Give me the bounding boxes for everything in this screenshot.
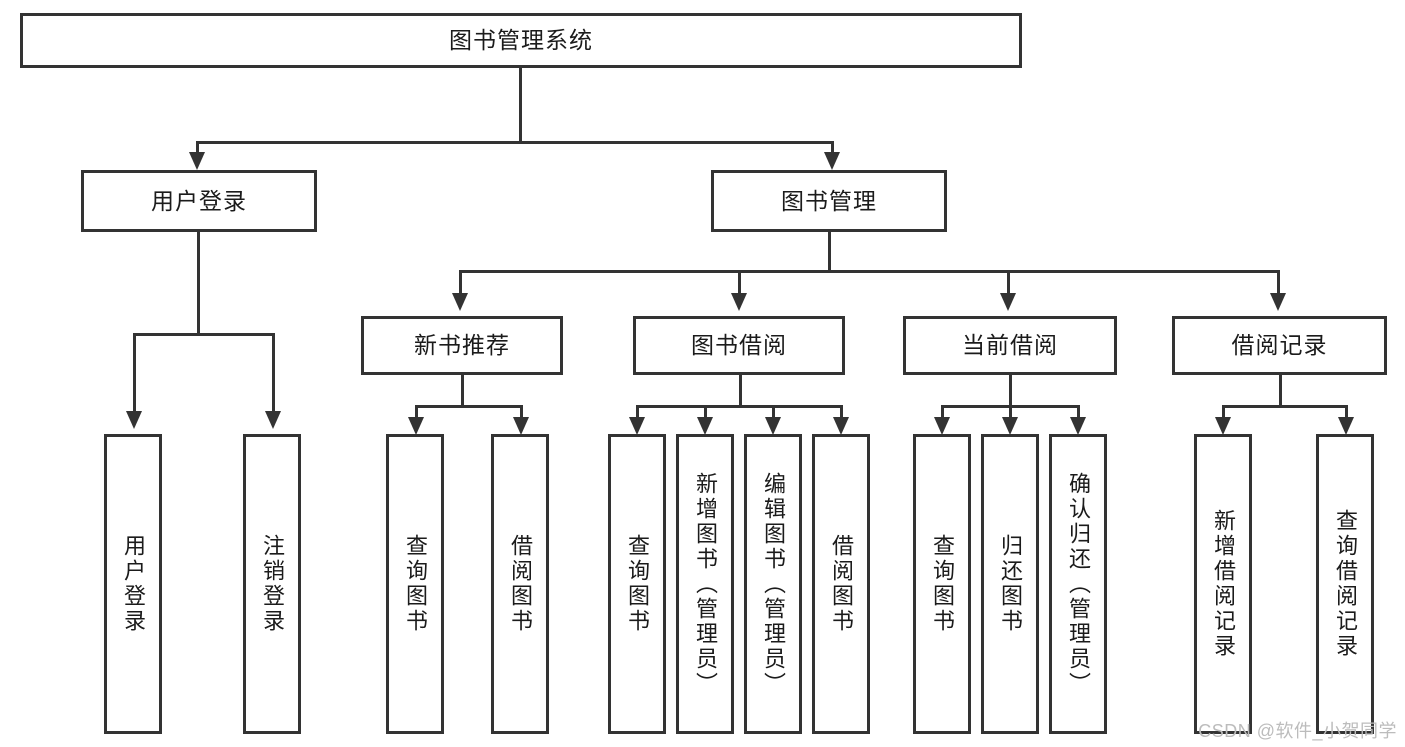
node-book-borrow[interactable]: 图书借阅	[633, 316, 845, 375]
arrow-nbr-to-leaf-1	[408, 417, 424, 435]
node-root-label: 图书管理系统	[449, 27, 593, 54]
edge-bm-to-current-borrow	[1007, 270, 1010, 298]
arrow-user-login-to-leaf-1	[126, 411, 142, 429]
leaf-borrow-book-2[interactable]: 借阅图书	[812, 434, 870, 734]
arrow-bm-to-current-borrow	[1000, 293, 1016, 311]
arrow-nbr-to-leaf-2	[513, 417, 529, 435]
edge-user-login-to-leaf-1	[133, 333, 136, 415]
edge-nbr-stem	[461, 375, 464, 407]
arrow-bb-to-leaf-1	[629, 417, 645, 435]
leaf-borrow-book-1-label: 借阅图书	[508, 534, 533, 634]
leaf-add-record-label: 新增借阅记录	[1211, 509, 1236, 659]
leaf-borrow-book-2-label: 借阅图书	[829, 534, 854, 634]
edge-cb-to-leaf-3	[1077, 405, 1080, 423]
leaf-query-book-1-label: 查询图书	[403, 534, 428, 634]
node-book-borrow-label: 图书借阅	[691, 332, 787, 359]
arrow-bm-to-new-book	[452, 293, 468, 311]
leaf-return-book[interactable]: 归还图书	[981, 434, 1039, 734]
node-user-login-label: 用户登录	[151, 187, 247, 214]
edge-bb-to-leaf-1	[636, 405, 639, 423]
edge-bm-to-book-borrow	[738, 270, 741, 298]
node-current-borrow-label: 当前借阅	[962, 332, 1058, 359]
node-book-management-label: 图书管理	[781, 187, 877, 214]
arrow-cb-to-leaf-3	[1070, 417, 1086, 435]
arrow-br-to-leaf-1	[1215, 417, 1231, 435]
node-borrow-record-label: 借阅记录	[1231, 332, 1328, 359]
edge-nbr-to-leaf-2	[520, 405, 523, 423]
node-book-management[interactable]: 图书管理	[711, 170, 947, 232]
arrow-cb-to-leaf-1	[934, 417, 950, 435]
edge-bm-to-borrow-record	[1277, 270, 1280, 298]
leaf-add-book-label: 新增图书（管理员）	[693, 471, 718, 697]
leaf-edit-book[interactable]: 编辑图书（管理员）	[744, 434, 802, 734]
arrow-br-to-leaf-2	[1338, 417, 1354, 435]
edge-br-to-leaf-1	[1222, 405, 1225, 423]
edge-bb-to-leaf-4	[840, 405, 843, 423]
edge-bb-stem	[739, 375, 742, 407]
leaf-add-record[interactable]: 新增借阅记录	[1194, 434, 1252, 734]
edge-cb-to-leaf-2	[1009, 405, 1012, 423]
edge-nbr-bus	[415, 405, 520, 408]
edge-br-bus	[1222, 405, 1348, 408]
edge-root-to-user-login	[196, 141, 199, 158]
edge-nbr-to-leaf-1	[415, 405, 418, 423]
leaf-logout[interactable]: 注销登录	[243, 434, 301, 734]
arrow-bb-to-leaf-3	[765, 417, 781, 435]
arrow-bb-to-leaf-2	[697, 417, 713, 435]
edge-bb-to-leaf-2	[704, 405, 707, 423]
edge-book-management-stem	[828, 232, 831, 272]
edge-root-bus	[196, 141, 834, 144]
edge-root-stem	[519, 68, 522, 141]
leaf-query-record[interactable]: 查询借阅记录	[1316, 434, 1374, 734]
leaf-confirm-return-label: 确认归还（管理员）	[1066, 471, 1091, 697]
watermark: CSDN @软件_小贺同学	[1198, 721, 1397, 741]
edge-book-management-bus	[459, 270, 1280, 273]
edge-bb-to-leaf-3	[772, 405, 775, 423]
leaf-query-book-2[interactable]: 查询图书	[608, 434, 666, 734]
arrow-bm-to-book-borrow	[731, 293, 747, 311]
node-new-book-recommend-label: 新书推荐	[414, 332, 510, 359]
arrow-root-to-user-login	[189, 152, 205, 170]
arrow-bb-to-leaf-4	[833, 417, 849, 435]
leaf-user-login[interactable]: 用户登录	[104, 434, 162, 734]
node-current-borrow[interactable]: 当前借阅	[903, 316, 1117, 375]
leaf-query-book-3[interactable]: 查询图书	[913, 434, 971, 734]
edge-br-stem	[1279, 375, 1282, 407]
edge-user-login-stem	[197, 232, 200, 335]
edge-bm-to-new-book	[459, 270, 462, 298]
leaf-edit-book-label: 编辑图书（管理员）	[761, 471, 786, 697]
leaf-add-book[interactable]: 新增图书（管理员）	[676, 434, 734, 734]
leaf-return-book-label: 归还图书	[998, 534, 1023, 634]
edge-user-login-to-leaf-2	[272, 333, 275, 415]
node-borrow-record[interactable]: 借阅记录	[1172, 316, 1387, 375]
edge-br-to-leaf-2	[1345, 405, 1348, 423]
arrow-bm-to-borrow-record	[1270, 293, 1286, 311]
leaf-borrow-book-1[interactable]: 借阅图书	[491, 434, 549, 734]
leaf-confirm-return[interactable]: 确认归还（管理员）	[1049, 434, 1107, 734]
node-new-book-recommend[interactable]: 新书推荐	[361, 316, 563, 375]
leaf-logout-label: 注销登录	[260, 534, 285, 634]
arrow-cb-to-leaf-2	[1002, 417, 1018, 435]
arrow-root-to-book-management	[824, 152, 840, 170]
node-user-login[interactable]: 用户登录	[81, 170, 317, 232]
arrow-user-login-to-leaf-2	[265, 411, 281, 429]
edge-cb-to-leaf-1	[941, 405, 944, 423]
edge-cb-stem	[1009, 375, 1012, 407]
edge-user-login-bus	[133, 333, 275, 336]
leaf-query-book-2-label: 查询图书	[625, 534, 650, 634]
leaf-query-book-1[interactable]: 查询图书	[386, 434, 444, 734]
node-root[interactable]: 图书管理系统	[20, 13, 1022, 68]
edge-root-to-book-management	[831, 141, 834, 158]
leaf-query-record-label: 查询借阅记录	[1333, 509, 1358, 659]
leaf-user-login-label: 用户登录	[121, 534, 146, 634]
leaf-query-book-3-label: 查询图书	[930, 534, 955, 634]
edge-bb-bus	[636, 405, 843, 408]
